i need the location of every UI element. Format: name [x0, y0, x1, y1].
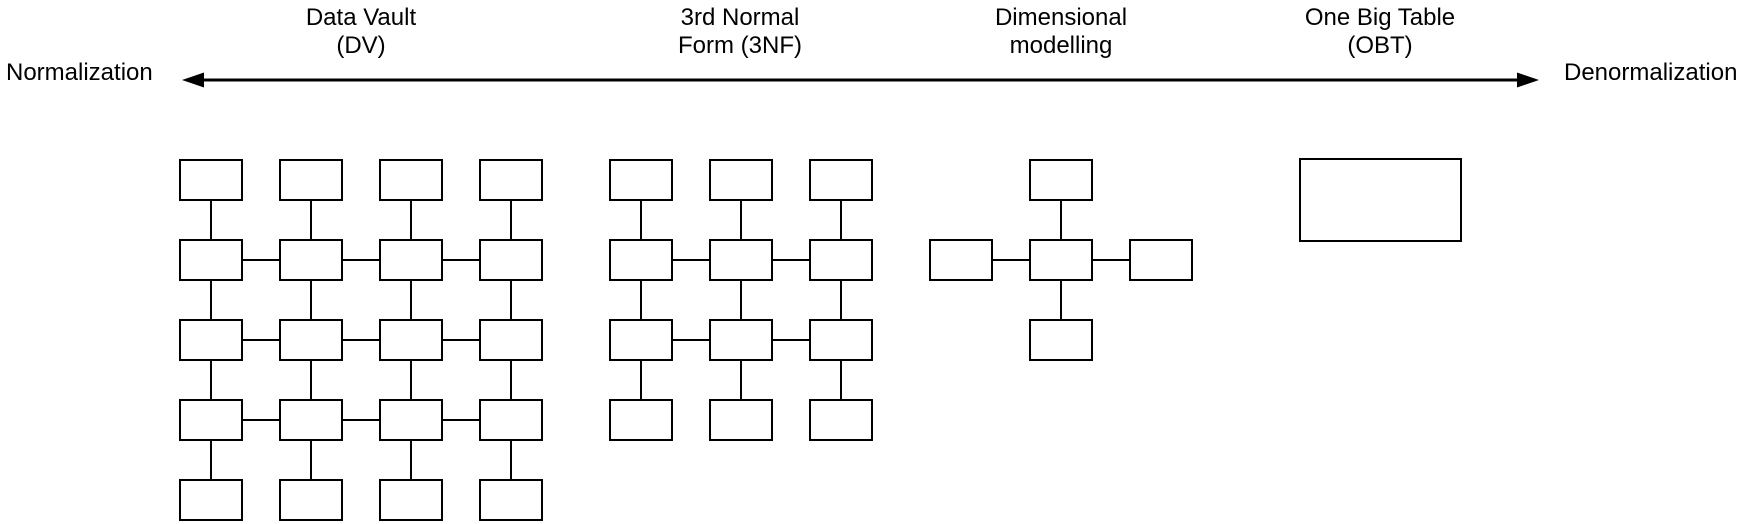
axis-label-denormalization: Denormalization — [1564, 59, 1737, 86]
table-box — [809, 239, 873, 281]
table-box — [609, 319, 673, 361]
table-box — [279, 239, 343, 281]
table-box — [379, 159, 443, 201]
table-box — [709, 399, 773, 441]
table-box — [479, 159, 543, 201]
table-box — [1129, 239, 1193, 281]
label-data-vault-line2: (DV) — [336, 32, 385, 59]
label-data-vault-line1: Data Vault — [306, 4, 417, 31]
table-box — [179, 239, 243, 281]
label-obt-line1: One Big Table — [1305, 4, 1455, 31]
label-3nf-line2: Form (3NF) — [678, 32, 802, 59]
table-box — [1029, 239, 1093, 281]
table-box — [709, 159, 773, 201]
label-obt-line2: (OBT) — [1347, 32, 1412, 59]
table-box — [1299, 158, 1462, 242]
table-box — [379, 319, 443, 361]
table-box — [179, 479, 243, 521]
table-box — [179, 159, 243, 201]
table-box — [379, 239, 443, 281]
data-vault-diagram — [179, 159, 543, 521]
arrow-right-head-icon — [1517, 72, 1539, 88]
label-dimensional-line2: modelling — [1010, 32, 1113, 59]
table-box — [809, 319, 873, 361]
table-box — [179, 399, 243, 441]
table-box — [479, 319, 543, 361]
table-box — [379, 479, 443, 521]
third-normal-form-diagram — [609, 159, 873, 441]
table-box — [609, 399, 673, 441]
dimensional-modelling-diagram — [929, 159, 1193, 361]
table-box — [809, 159, 873, 201]
table-box — [609, 239, 673, 281]
table-box — [1029, 159, 1093, 201]
table-box — [709, 239, 773, 281]
table-box — [279, 319, 343, 361]
table-box — [279, 399, 343, 441]
table-box — [179, 319, 243, 361]
axis-label-normalization: Normalization — [6, 59, 153, 86]
table-box — [479, 239, 543, 281]
table-box — [479, 399, 543, 441]
one-big-table-diagram — [1299, 158, 1462, 242]
table-box — [279, 159, 343, 201]
table-box — [609, 159, 673, 201]
label-3nf-line1: 3rd Normal — [681, 4, 800, 31]
label-dimensional-line1: Dimensional — [995, 4, 1127, 31]
arrow-left-head-icon — [182, 72, 204, 88]
table-box — [479, 479, 543, 521]
approach-labels: Data Vault (DV) 3rd Normal Form (3NF) Di… — [306, 4, 1455, 59]
table-box — [809, 399, 873, 441]
table-box — [379, 399, 443, 441]
table-box — [929, 239, 993, 281]
table-box — [709, 319, 773, 361]
spectrum-axis: Normalization Denormalization — [6, 59, 1737, 88]
table-box — [1029, 319, 1093, 361]
table-box — [279, 479, 343, 521]
